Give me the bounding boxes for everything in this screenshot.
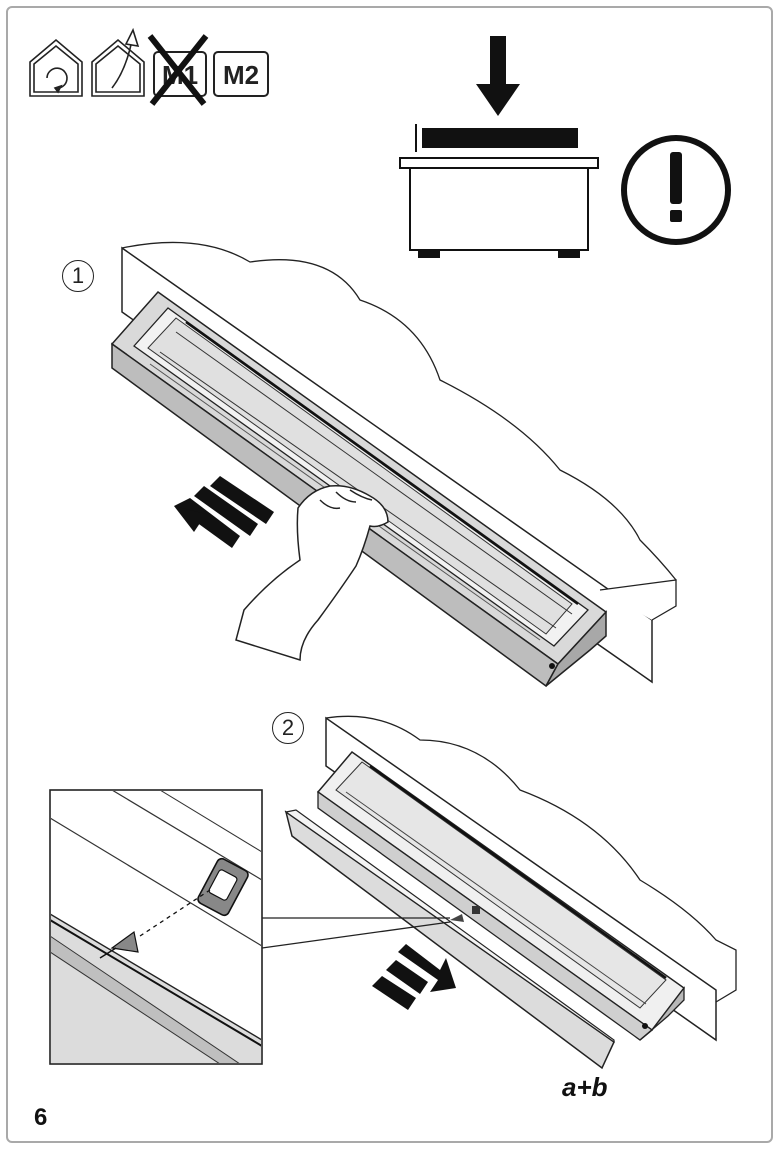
hob-diagram: [399, 124, 599, 258]
step-1-number: 1: [62, 260, 94, 292]
page-number: 6: [34, 1104, 48, 1131]
hand-icon: [235, 484, 389, 662]
m2-label: M2: [223, 60, 259, 90]
step1-drawing: [110, 241, 677, 688]
page-frame: [6, 6, 773, 1143]
parts-label: a+b: [562, 1072, 608, 1102]
zoom-callout-lines: [261, 917, 451, 949]
step2-drawing: [284, 715, 737, 1070]
recirculation-house-icon: [29, 38, 83, 97]
pull-arrow-icon: [174, 476, 274, 548]
m1-crossed-icon: M1: [147, 34, 209, 106]
step-2-number: 2: [272, 712, 304, 744]
warning-exclamation-icon: [621, 135, 731, 245]
down-arrow-icon: [476, 36, 520, 116]
m2-icon: M2: [213, 51, 269, 97]
zoom-detail-box: [49, 789, 263, 1065]
push-arrow-icon: [372, 944, 456, 1010]
extraction-house-icon: [91, 27, 145, 97]
